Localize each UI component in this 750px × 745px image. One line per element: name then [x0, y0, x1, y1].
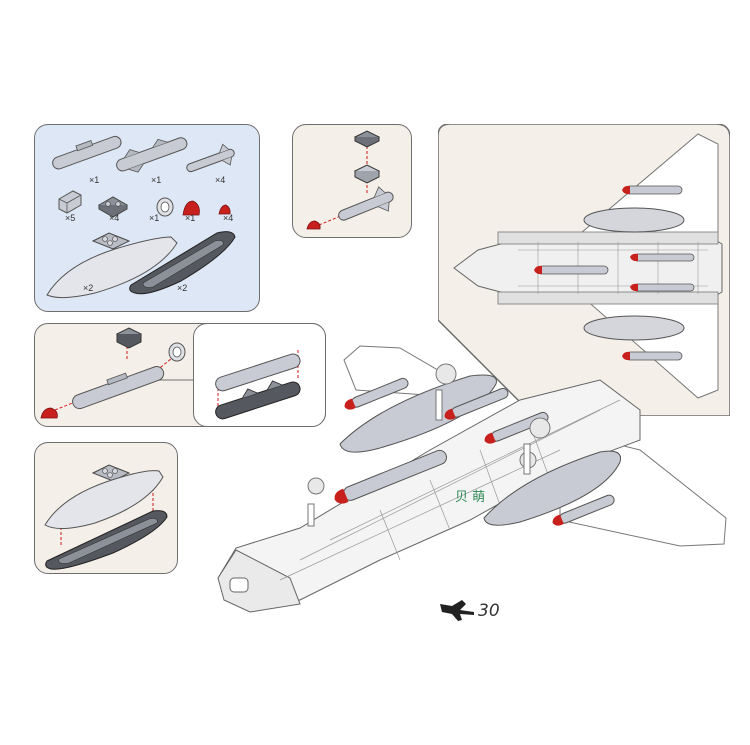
red-cone-part: [182, 200, 200, 216]
missile-body-piece: [72, 366, 165, 410]
qty-label: ×1: [149, 213, 160, 223]
qty-label: ×1: [185, 213, 196, 223]
finned-missile-part: [116, 137, 188, 173]
wingtip-missile: [552, 494, 615, 526]
plate-part: [58, 190, 82, 214]
qty-label: ×1: [89, 175, 100, 185]
top-view-panel: [438, 124, 730, 416]
qty-label: ×2: [83, 283, 94, 293]
small-missile-part: [186, 143, 235, 173]
mid-right-missile: [484, 411, 549, 444]
ring-part: [156, 197, 174, 217]
page-number: 30: [478, 601, 500, 621]
top-wing-missile: [622, 185, 683, 195]
missile-halves-illustration: [215, 350, 301, 420]
fuel-tank-upper-part: [46, 236, 178, 299]
fuel-tank-step-panel: [34, 442, 178, 574]
qty-label: ×4: [215, 175, 226, 185]
studded-plate-part: [91, 232, 131, 250]
parts-list-panel: ×1 ×1 ×4 ×5 ×4 ×1 ×1 ×4 ×2 ×2: [34, 124, 260, 312]
missile-halves-detail-panel: [193, 323, 326, 427]
dark-tile-piece: [115, 327, 143, 349]
top-view-illustration: [438, 124, 730, 416]
tile-part: [97, 196, 129, 218]
qty-label: ×2: [177, 283, 188, 293]
small-plate-piece: [353, 164, 381, 184]
missile-body-part: [52, 135, 122, 170]
qty-label: ×4: [223, 213, 234, 223]
bottom-fuel-tank: [583, 315, 685, 341]
qty-label: ×1: [151, 175, 162, 185]
ring-piece: [168, 342, 186, 362]
assembled-small-missile: [338, 186, 394, 221]
fuel-tank-illustration: [44, 464, 168, 570]
qty-label: ×5: [65, 213, 76, 223]
red-nose-cone: [40, 407, 58, 419]
dark-plate-piece: [353, 130, 381, 148]
small-red-cone-part: [218, 204, 231, 215]
qty-label: ×4: [109, 213, 120, 223]
top-fuel-tank: [583, 207, 685, 233]
center-missile: [334, 449, 447, 504]
watermark-text: 贝 萌: [455, 490, 486, 505]
bottom-wing-missile: [622, 351, 683, 361]
missile-assembly-step-panel: [292, 124, 412, 238]
upper-left-missile: [344, 377, 409, 410]
red-nose-cone: [306, 220, 321, 230]
missile-assembly-illustration: [306, 130, 394, 230]
jet-silhouette-icon: [440, 600, 474, 621]
missile-body-illustration: [40, 327, 195, 419]
fuel-tank-upper-piece: [44, 470, 164, 529]
fuselage-missiles: [534, 253, 695, 292]
parts-illustration: [46, 135, 236, 299]
right-fuel-tank: [483, 450, 622, 526]
